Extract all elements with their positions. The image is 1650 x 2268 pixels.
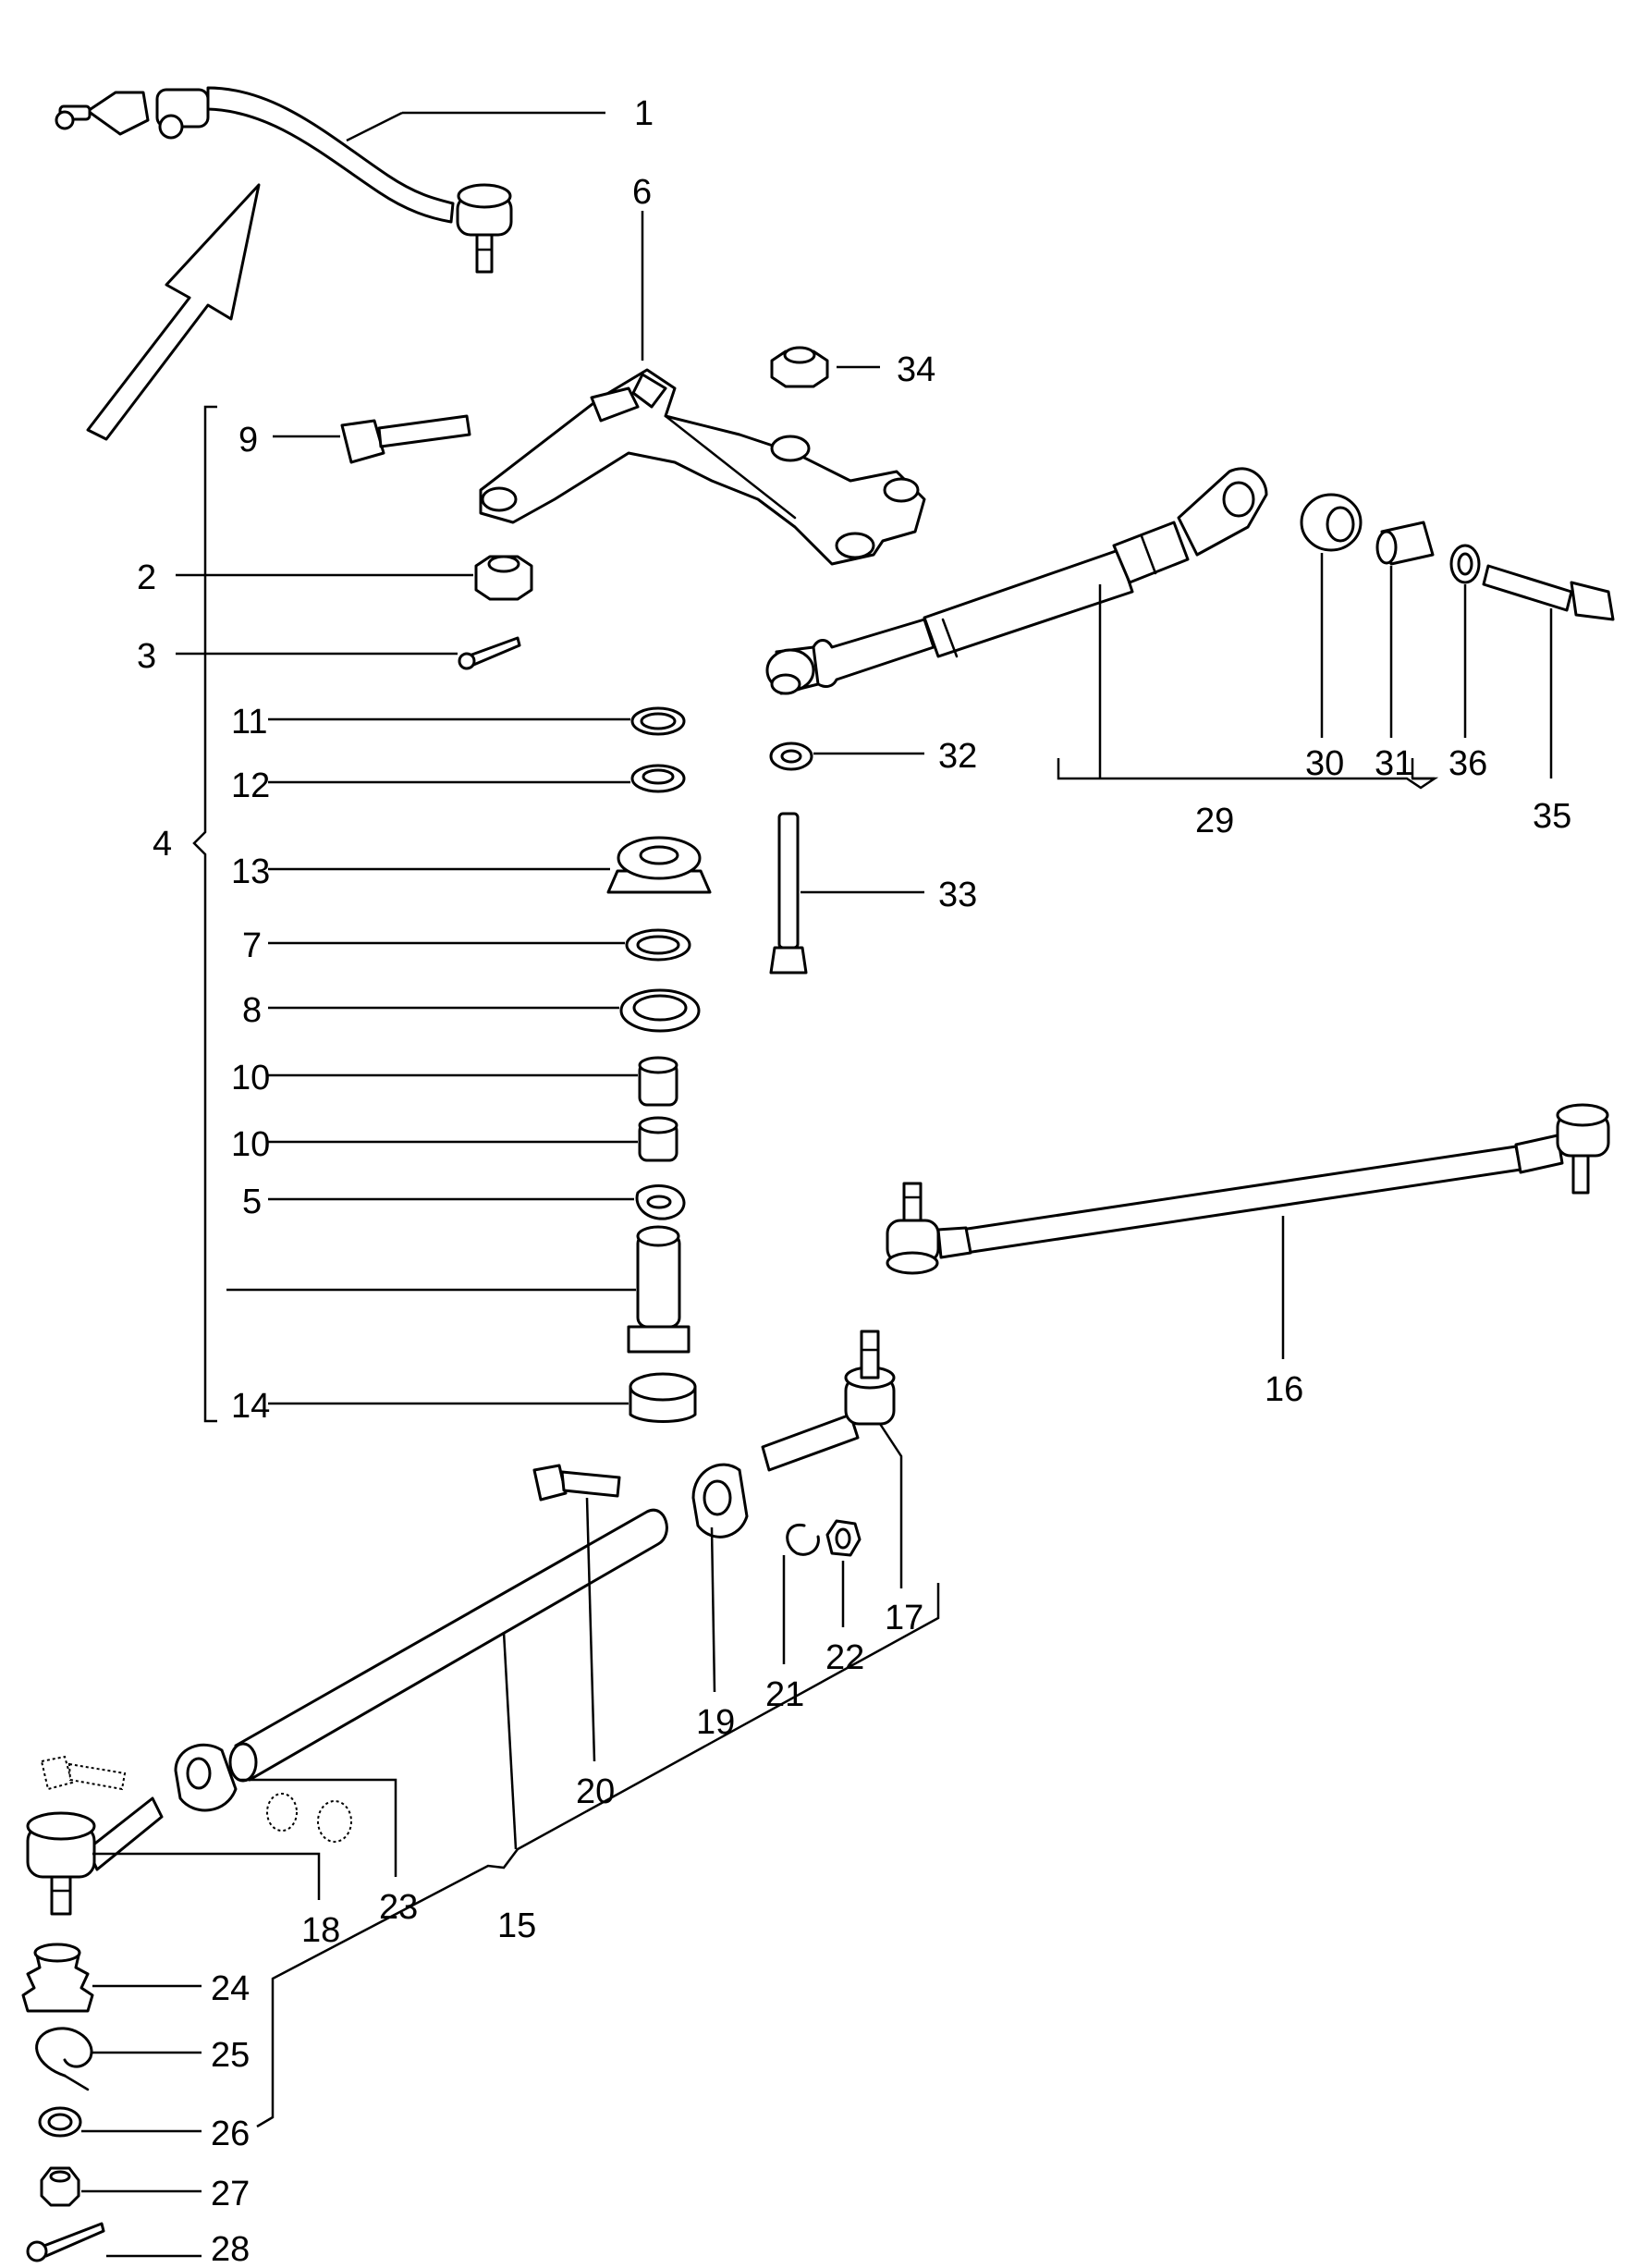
- part-34-lock-nut: [770, 346, 829, 388]
- label-8: 8: [242, 991, 262, 1030]
- label-12: 12: [231, 766, 270, 805]
- part-32-washer: [769, 742, 813, 771]
- label-19: 19: [696, 1703, 735, 1742]
- part-10-bushing-lower: [638, 1116, 678, 1162]
- label-4: 4: [153, 825, 172, 864]
- part-31-sleeve: [1375, 521, 1435, 566]
- label-27: 27: [211, 2175, 250, 2213]
- part-13-cap: [606, 836, 712, 894]
- ghost-washer: [266, 1793, 298, 1832]
- part-12-seal: [630, 764, 686, 793]
- part-20-bolt: [532, 1464, 621, 1502]
- part-22-nut: [825, 1519, 862, 1557]
- label-17: 17: [885, 1599, 923, 1637]
- part-35-bolt: [1482, 564, 1615, 621]
- label-1: 1: [634, 94, 654, 133]
- part-19-clamp: [691, 1463, 749, 1539]
- part-10-bushing-upper: [638, 1056, 678, 1107]
- label-11: 11: [231, 703, 267, 742]
- label-10-lower: 10: [231, 1125, 270, 1164]
- label-24: 24: [211, 1969, 250, 2008]
- label-25: 25: [211, 2036, 250, 2075]
- label-2: 2: [137, 558, 156, 597]
- part-36-lock-washer: [1449, 544, 1481, 584]
- label-18: 18: [301, 1911, 340, 1950]
- part-labels: 1 6 34 9 2 3 11 12 4 13 7 8 10 10 5 14 3…: [137, 94, 1571, 2268]
- label-13: 13: [231, 852, 270, 891]
- label-30: 30: [1305, 744, 1344, 783]
- label-10-upper: 10: [231, 1059, 270, 1097]
- label-23: 23: [379, 1888, 418, 1927]
- part-3-cotter-pin: [458, 636, 521, 670]
- part-6-bracket: [479, 368, 926, 566]
- label-15: 15: [497, 1906, 536, 1945]
- part-30-bushing: [1300, 493, 1363, 552]
- label-16: 16: [1265, 1370, 1303, 1409]
- bracket-15: [256, 1583, 940, 2128]
- part-26-ring: [38, 2106, 82, 2138]
- part-8-ring: [619, 988, 701, 1033]
- part-17-tie-rod-end: [761, 1330, 896, 1472]
- part-27-castle-nut: [40, 2166, 80, 2207]
- part-28-cotter-pin: [26, 2222, 105, 2262]
- label-33: 33: [938, 876, 977, 914]
- part-16-tie-rod: [886, 1103, 1610, 1275]
- part-2-castle-nut: [474, 555, 533, 601]
- label-7: 7: [242, 926, 262, 965]
- label-32: 32: [938, 737, 977, 776]
- bracket-4: [192, 405, 217, 1423]
- part-1-drag-link: [55, 86, 513, 274]
- part-21-lock-washer: [786, 1523, 820, 1556]
- part-5-seal-ring: [635, 1184, 686, 1220]
- label-5: 5: [242, 1183, 262, 1221]
- label-36: 36: [1448, 744, 1487, 783]
- label-20: 20: [576, 1772, 615, 1811]
- part-15-tube: [228, 1508, 668, 1783]
- label-35: 35: [1533, 797, 1571, 836]
- label-6: 6: [632, 173, 652, 212]
- part-9-bolt: [340, 414, 471, 464]
- part-25-clip: [35, 2027, 93, 2091]
- part-7-washer: [625, 928, 691, 962]
- ghost-nut: [317, 1800, 352, 1843]
- label-14: 14: [231, 1387, 270, 1426]
- label-21: 21: [765, 1675, 804, 1714]
- part-29-steering-damper: [765, 467, 1268, 695]
- label-34: 34: [897, 350, 935, 389]
- direction-arrow: [86, 183, 261, 441]
- part-23-clamp: [174, 1743, 238, 1812]
- part-33-long-bolt: [769, 812, 808, 975]
- leader-lines: [81, 111, 1553, 2258]
- label-29: 29: [1195, 802, 1234, 840]
- label-3: 3: [137, 637, 156, 676]
- part-18-tie-rod-end: [26, 1796, 164, 1916]
- label-31: 31: [1375, 744, 1413, 783]
- part-11-washer: [630, 706, 686, 736]
- label-22: 22: [825, 1638, 864, 1677]
- ghost-bolt: [40, 1755, 127, 1791]
- label-26: 26: [211, 2115, 250, 2153]
- part-14-cup: [629, 1372, 697, 1423]
- label-28: 28: [211, 2230, 250, 2268]
- label-9: 9: [238, 421, 258, 460]
- part-24-boot: [21, 1943, 94, 2013]
- part-4-pin: [627, 1225, 691, 1354]
